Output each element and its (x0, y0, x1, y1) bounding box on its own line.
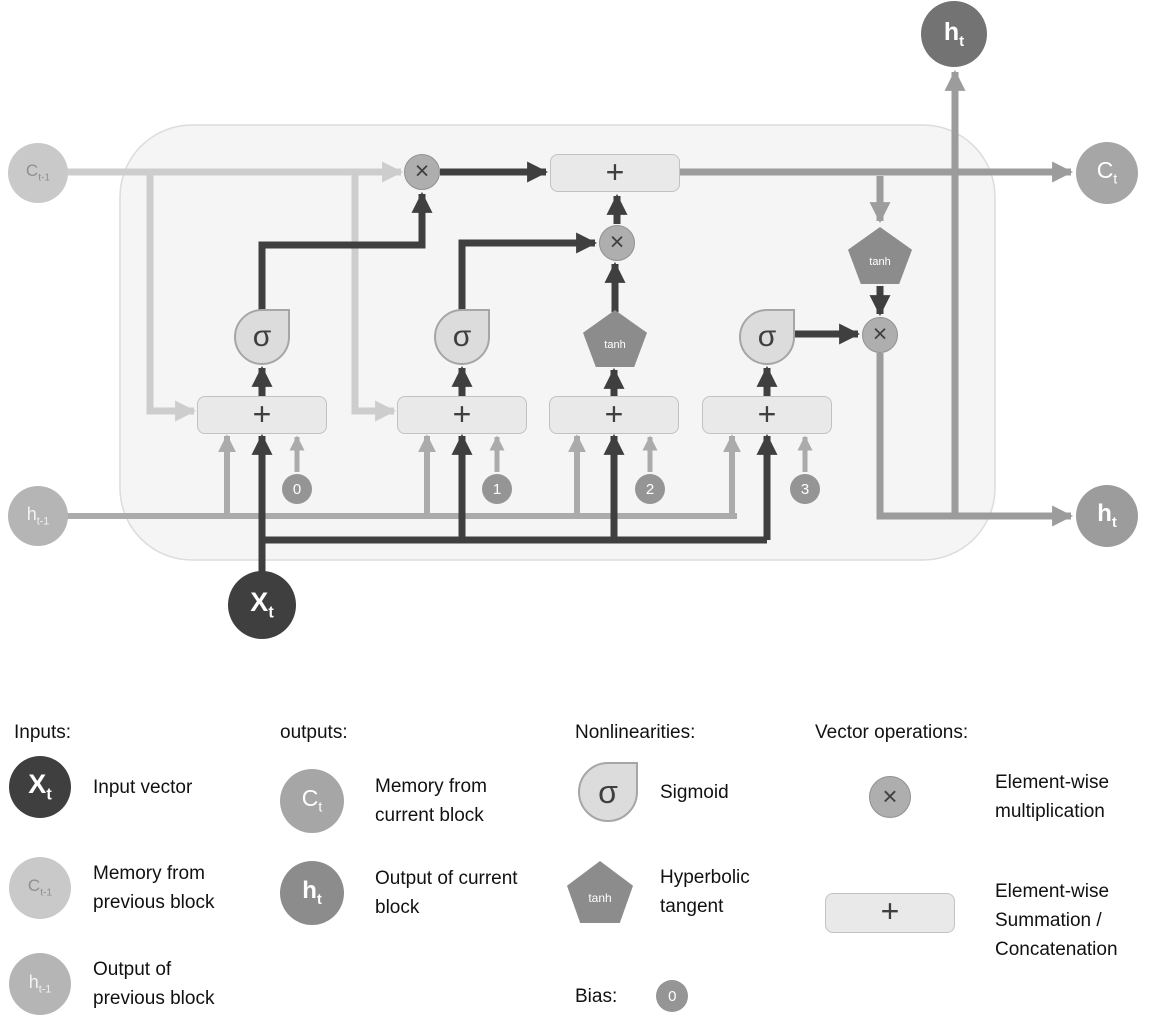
bias-legend-icon: 0 (656, 980, 689, 1012)
legend-outputs-title: outputs: (280, 722, 348, 743)
sigmoid-input-icon: σ (434, 309, 490, 365)
legend-output-prev-row: ht-1 Output of previous block (9, 953, 243, 1015)
bias-0-icon: 0 (282, 474, 312, 504)
multiply-forget-icon: × (404, 154, 440, 190)
legend-sigmoid-row: σ Sigmoid (578, 762, 780, 822)
connection-wires (66, 69, 1074, 572)
output-wires (680, 69, 1074, 527)
ht-prev-legend-icon: ht-1 (9, 953, 71, 1015)
sigmoid-label: Sigmoid (660, 781, 729, 803)
ct-legend-icon: Ct (280, 769, 344, 833)
node-ht-output-top: ht (921, 1, 987, 67)
arrow-ctprev-branch-gate1 (146, 172, 197, 422)
sum-cell-state-box: + (550, 154, 680, 192)
sum-gate2-box: + (397, 396, 527, 434)
node-ct-prev: Ct-1 (8, 143, 68, 203)
memory-current-label: Memory from current block (375, 776, 487, 826)
memory-prev-label: Memory from previous block (93, 863, 215, 913)
tanh-label: Hyperbolic tangent (660, 867, 750, 917)
ctprev-wires (66, 161, 404, 422)
legend-tanh-row: tanh Hyperbolic tangent (567, 861, 780, 923)
legend-sum-row: + Element-wise Summation / Concatenation (825, 861, 1145, 964)
legend-memory-prev-row: Ct-1 Memory from previous block (9, 857, 243, 919)
htprev-wires (66, 434, 813, 519)
legend-nonlinearities-title: Nonlinearities: (575, 722, 696, 743)
sigmoid-output-icon: σ (739, 309, 795, 365)
output-prev-label: Output of previous block (93, 959, 215, 1009)
sum-legend-icon: + (825, 892, 955, 933)
sum-label: Element-wise Summation / Concatenation (995, 881, 1118, 960)
multiply-input-icon: × (599, 225, 635, 261)
legend-output-current-row: ht Output of current block (280, 861, 525, 925)
legend-input-vector-row: Xt Input vector (9, 756, 258, 818)
bias-2-icon: 2 (635, 474, 665, 504)
bias-1-icon: 1 (482, 474, 512, 504)
legend-multiply-row: × Element-wise multiplication (869, 768, 1155, 826)
node-xt-input: Xt (228, 571, 296, 639)
arrow-sigma2-mult2 (458, 232, 598, 312)
sigmoid-legend-icon: σ (578, 762, 638, 822)
sigmoid-forget-icon: σ (234, 309, 290, 365)
multiply-output-icon: × (862, 317, 898, 353)
arrow-ctprev-branch-gate2 (351, 172, 397, 422)
legend-vector-ops-title: Vector operations: (815, 722, 969, 743)
node-ht-output-right: ht (1076, 485, 1138, 547)
ct-prev-legend-icon: Ct-1 (9, 857, 71, 919)
sum-gate1-box: + (197, 396, 327, 434)
arrow-mult3-to-htright (876, 353, 1074, 527)
multiply-label: Element-wise multiplication (995, 772, 1110, 822)
xt-legend-icon: Xt (9, 756, 71, 818)
output-current-label: Output of current block (375, 868, 518, 918)
input-vector-label: Input vector (93, 776, 193, 798)
bias-title: Bias: (575, 985, 618, 1007)
node-ht-prev: ht-1 (8, 486, 68, 546)
legend-inputs-title: Inputs: (14, 722, 72, 743)
node-ct-output: Ct (1076, 142, 1138, 204)
bias-3-icon: 3 (790, 474, 820, 504)
dark-wires (251, 161, 891, 572)
arrow-sigma1-mult1 (258, 191, 433, 312)
legend-bias-row: Bias: 0 (575, 980, 689, 1012)
ht-legend-icon: ht (280, 861, 344, 925)
tanh-legend-icon: tanh (567, 861, 633, 923)
multiply-legend-icon: × (869, 776, 911, 818)
legend-memory-current-row: Ct Memory from current block (280, 769, 525, 833)
sum-gate3-box: + (549, 396, 679, 434)
sum-gate4-box: + (702, 396, 832, 434)
